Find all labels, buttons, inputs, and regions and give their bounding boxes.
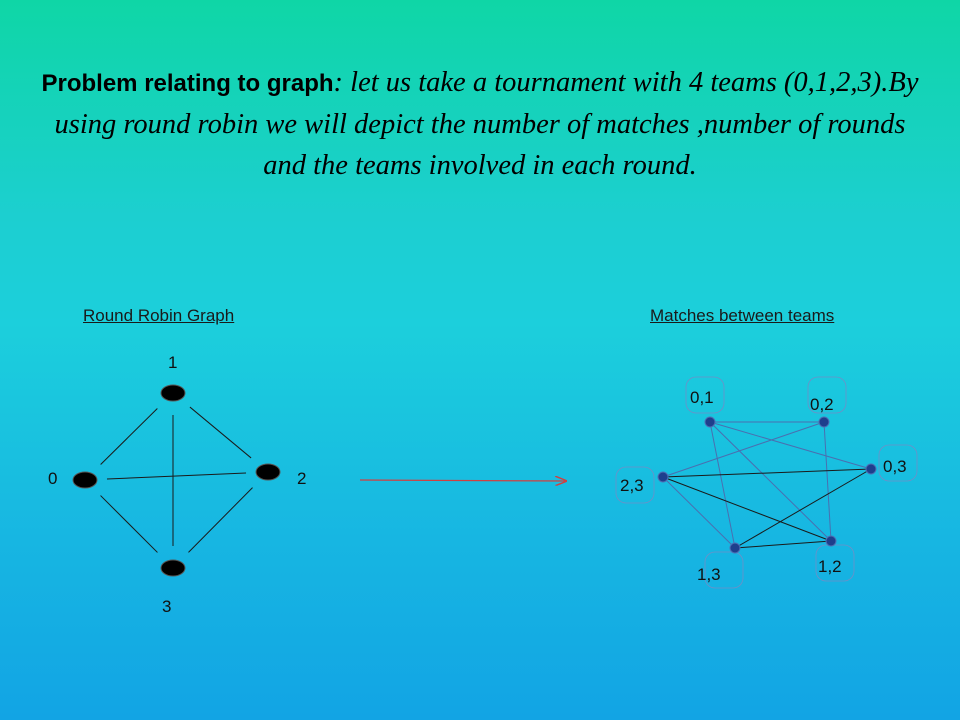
round-robin-graph-label: Round Robin Graph bbox=[83, 306, 235, 325]
match-label-02: 0,2 bbox=[810, 395, 834, 414]
team-label-3: 3 bbox=[162, 597, 171, 616]
match-frame-12 bbox=[815, 544, 855, 582]
match-frame-01 bbox=[685, 376, 725, 414]
match-label-13: 1,3 bbox=[697, 565, 721, 584]
team-node-3 bbox=[160, 559, 186, 577]
match-edge-02-12 bbox=[823, 421, 832, 542]
match-label-23: 2,3 bbox=[620, 476, 644, 495]
matches-graph: 0,1 0,2 0,3 2,3 1,3 1,2 bbox=[615, 376, 918, 589]
match-edge-03-23 bbox=[662, 468, 872, 478]
match-edge-01-03 bbox=[709, 421, 872, 470]
edge-1-2 bbox=[189, 406, 252, 459]
match-frame-03 bbox=[878, 444, 918, 482]
match-node-13 bbox=[729, 542, 741, 554]
match-edge-13-12 bbox=[734, 540, 832, 549]
match-node-01 bbox=[704, 416, 716, 428]
match-node-02 bbox=[818, 416, 830, 428]
match-edge-02-23 bbox=[662, 421, 825, 478]
match-edge-23-12 bbox=[662, 476, 832, 542]
match-edge-01-13 bbox=[709, 421, 736, 549]
team-label-0: 0 bbox=[48, 469, 57, 488]
match-node-12 bbox=[825, 535, 837, 547]
problem-lead: Problem relating to graph bbox=[41, 70, 334, 97]
problem-body: : let us take a tournament with 4 teams … bbox=[54, 67, 919, 181]
edge-1-0 bbox=[100, 408, 158, 465]
team-label-1: 1 bbox=[168, 353, 177, 372]
edge-2-3 bbox=[188, 487, 253, 553]
match-label-12: 1,2 bbox=[818, 557, 842, 576]
transform-arrow bbox=[359, 480, 566, 481]
problem-statement: Problem relating to graph: let us take a… bbox=[30, 62, 930, 186]
round-robin-graph: 1 0 2 3 bbox=[48, 353, 306, 616]
match-label-03: 0,3 bbox=[883, 457, 907, 476]
edge-0-3 bbox=[100, 495, 158, 553]
matches-between-teams-label: Matches between teams bbox=[650, 306, 835, 325]
team-node-1 bbox=[160, 384, 186, 402]
match-node-23 bbox=[657, 471, 669, 483]
match-node-03 bbox=[865, 463, 877, 475]
match-frame-13 bbox=[704, 551, 744, 589]
match-label-01: 0,1 bbox=[690, 388, 714, 407]
team-node-0 bbox=[72, 471, 98, 489]
team-label-2: 2 bbox=[297, 469, 306, 488]
edge-0-2 bbox=[106, 472, 247, 480]
match-edge-23-13 bbox=[662, 476, 736, 549]
match-edge-03-13 bbox=[734, 468, 872, 549]
team-node-2 bbox=[255, 463, 281, 481]
match-edge-01-12 bbox=[709, 421, 832, 542]
match-frame-02 bbox=[807, 376, 847, 414]
match-frame-23 bbox=[615, 466, 655, 504]
